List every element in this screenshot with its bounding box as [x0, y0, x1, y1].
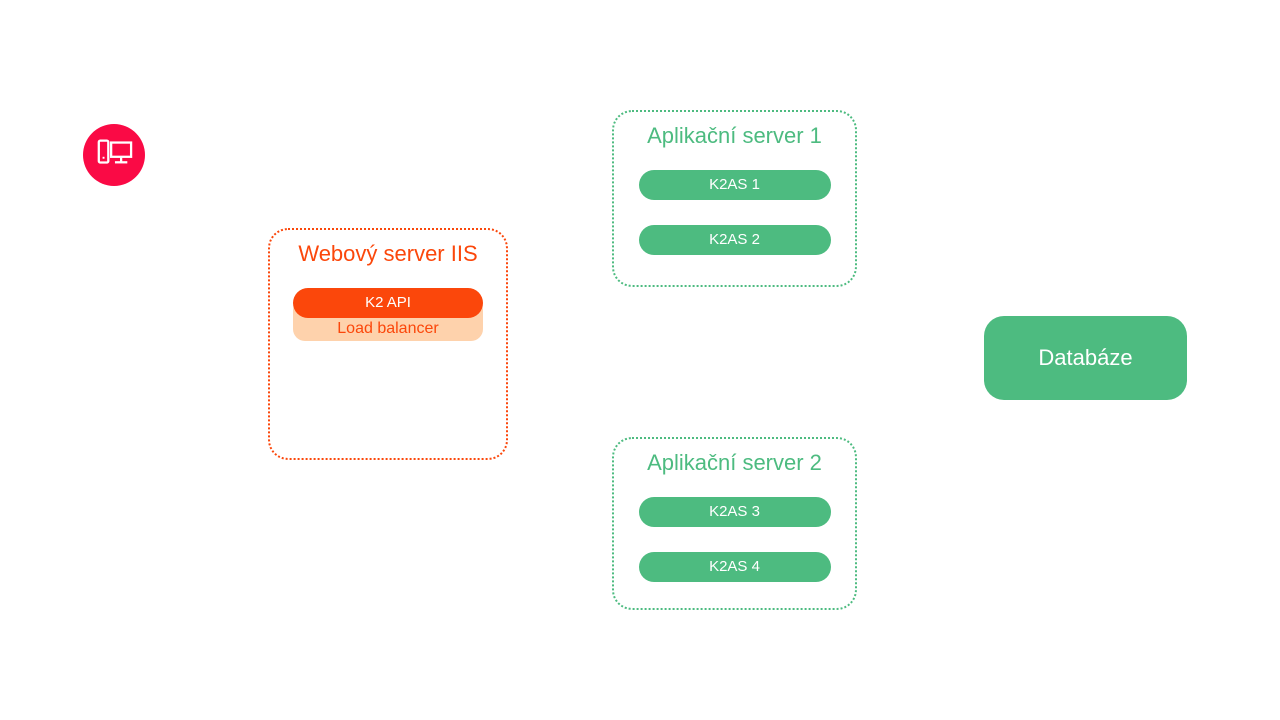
- k2as-2-node: K2AS 2: [638, 225, 831, 255]
- k2as-3-node: K2AS 3: [638, 497, 831, 527]
- k2-api-node: K2 API: [293, 288, 483, 318]
- k2as-1-node: K2AS 1: [638, 170, 831, 200]
- app-server-2-group: Aplikační server 2 K2AS 3 K2AS 4: [612, 437, 857, 610]
- app-server-1-group: Aplikační server 1 K2AS 1 K2AS 2: [612, 110, 857, 287]
- web-server-title: Webový server IIS: [298, 241, 478, 266]
- client-node: [83, 124, 145, 186]
- app-server-2-title: Aplikační server 2: [647, 450, 822, 475]
- app-server-1-title: Aplikační server 1: [647, 123, 822, 148]
- database-node: Databáze: [984, 316, 1187, 400]
- web-server-group: Webový server IIS K2 API Load balancer: [268, 228, 508, 460]
- desktop-computer-icon: [95, 134, 133, 177]
- k2as-4-node: K2AS 4: [638, 552, 831, 582]
